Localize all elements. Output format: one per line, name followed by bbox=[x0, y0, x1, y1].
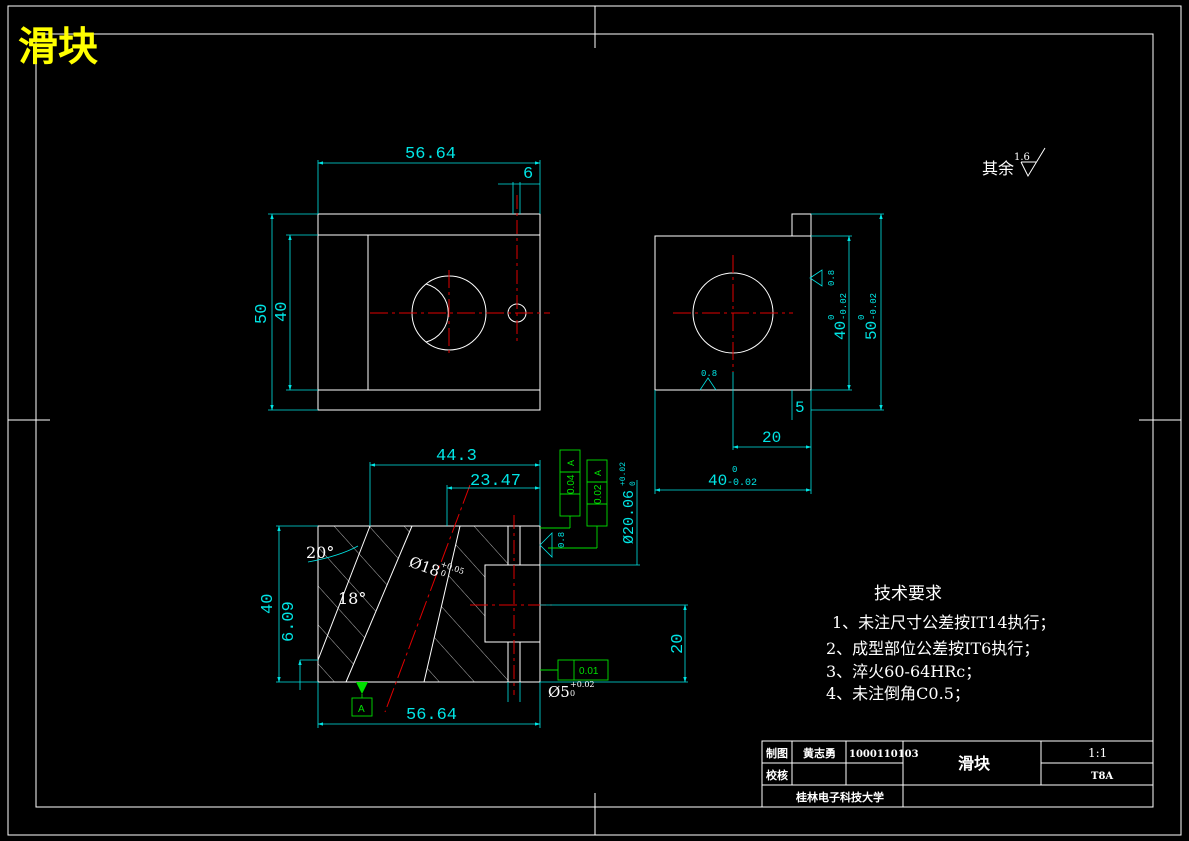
side-dim-width-tol-lower: -0.02 bbox=[727, 478, 757, 489]
side-roughness-b: 0.8 bbox=[701, 369, 717, 379]
section-view: 44.3 23.47 20° 18° Ø18 +0.05 0 40 6.09 5… bbox=[259, 447, 688, 728]
section-dim-hole-tol-lower: 0 bbox=[439, 568, 447, 578]
side-dim-inner-tol-upper: 0 bbox=[827, 315, 837, 320]
section-angle-a: 20° bbox=[306, 543, 334, 562]
gdt-2-datum: A bbox=[593, 470, 603, 476]
side-dim-outer: 50 bbox=[863, 321, 881, 340]
section-dim-bottom: 56.64 bbox=[406, 706, 457, 725]
title-checked-label: 校核 bbox=[766, 768, 788, 782]
section-dim-bore: Ø20.06 bbox=[621, 490, 638, 544]
side-view: 0.8 0.8 40 0 -0.02 50 0 -0.02 5 20 40 0 … bbox=[654, 213, 884, 494]
tech-item: 2、成型部位公差按IT6执行； bbox=[826, 639, 1039, 658]
title-drawn-id: 1000110103 bbox=[849, 749, 919, 760]
side-dim-outer-tol-lower: -0.02 bbox=[869, 293, 879, 320]
side-dim-outer-tol-upper: 0 bbox=[857, 315, 867, 320]
general-roughness-note: 其余 1.6 bbox=[982, 147, 1046, 178]
side-dim-width-tol-upper: 0 bbox=[732, 465, 737, 475]
side-dim-inner: 40 bbox=[832, 321, 850, 340]
sheet-inner-border bbox=[35, 33, 1154, 808]
front-dim-height-outer: 50 bbox=[253, 304, 272, 324]
roughness-symbol-icon bbox=[539, 532, 553, 558]
side-dim-width: 40 bbox=[708, 472, 727, 490]
section-dim-hole: Ø18 bbox=[407, 553, 443, 581]
datum-marker: A bbox=[351, 682, 373, 717]
title-scale: 1:1 bbox=[1088, 746, 1107, 760]
side-dim-inner-tol-lower: -0.02 bbox=[839, 293, 849, 320]
roughness-note-value: 1.6 bbox=[1014, 152, 1030, 163]
section-dim-pin-tol-upper: +0.02 bbox=[570, 680, 595, 689]
front-view: 56.64 6 50 40 bbox=[253, 145, 550, 411]
tech-item: 3、淬火60-64HRc； bbox=[826, 662, 981, 681]
section-dim-pin: Ø5 bbox=[548, 683, 570, 701]
title-part-name: 滑块 bbox=[958, 754, 991, 773]
gdt-frame-1: 0.04 A bbox=[540, 449, 581, 529]
tech-requirements: 技术要求 1、未注尺寸公差按IT14执行； 2、成型部位公差按IT6执行； 3、… bbox=[826, 584, 1056, 703]
title-block: 制图 黄志勇 1000110103 校核 滑块 1:1 T8A 桂林电子科技大学 bbox=[761, 740, 1154, 808]
centering-marks bbox=[8, 6, 1181, 835]
datum-triangle-icon bbox=[356, 682, 368, 694]
section-dim-right: 20 bbox=[669, 634, 688, 654]
sheet-outer-border bbox=[7, 5, 1182, 836]
tech-item: 4、未注倒角C0.5； bbox=[826, 684, 970, 703]
section-dim-pin-tol-lower: 0 bbox=[570, 689, 575, 698]
datum-label: A bbox=[358, 704, 365, 715]
gdt-2-value: 0.02 bbox=[593, 484, 604, 504]
section-dim-bore-tol-upper: +0.02 bbox=[619, 462, 628, 486]
section-dim-bore-tol-lower: 0 bbox=[629, 481, 638, 486]
section-dim-small: 6.09 bbox=[280, 601, 299, 642]
roughness-symbol-icon bbox=[1020, 147, 1046, 178]
front-dim-height-inner: 40 bbox=[273, 302, 292, 322]
section-dim-height: 40 bbox=[259, 594, 278, 614]
gdt-frame-2: 0.02 A bbox=[548, 459, 608, 549]
title-material: T8A bbox=[1091, 771, 1113, 782]
gdt-frame-3: 0.01 bbox=[540, 659, 609, 681]
section-angle-b: 18° bbox=[338, 589, 366, 608]
side-roughness-a: 0.8 bbox=[827, 270, 837, 286]
section-dim-mid: 23.47 bbox=[470, 472, 521, 491]
section-dim-top: 44.3 bbox=[436, 447, 477, 466]
side-dim-step: 5 bbox=[795, 399, 805, 417]
gdt-3-value: 0.01 bbox=[579, 666, 599, 677]
title-school: 桂林电子科技大学 bbox=[795, 790, 884, 804]
gdt-1-value: 0.04 bbox=[566, 474, 577, 494]
roughness-symbol-icon bbox=[699, 377, 717, 391]
tech-item: 1、未注尺寸公差按IT14执行； bbox=[832, 613, 1056, 632]
drawing-title: 滑块 bbox=[18, 24, 98, 70]
front-dim-width: 56.64 bbox=[405, 145, 456, 164]
section-roughness: 0.8 bbox=[557, 532, 567, 548]
front-dim-slot: 6 bbox=[523, 165, 533, 184]
title-drawn-label: 制图 bbox=[766, 746, 788, 760]
gdt-1-datum: A bbox=[566, 460, 576, 466]
title-drawn-name: 黄志勇 bbox=[803, 746, 836, 760]
tech-heading: 技术要求 bbox=[874, 584, 942, 604]
roughness-note-label: 其余 bbox=[982, 159, 1014, 178]
side-dim-offset: 20 bbox=[762, 429, 781, 447]
roughness-symbol-icon bbox=[809, 269, 823, 287]
